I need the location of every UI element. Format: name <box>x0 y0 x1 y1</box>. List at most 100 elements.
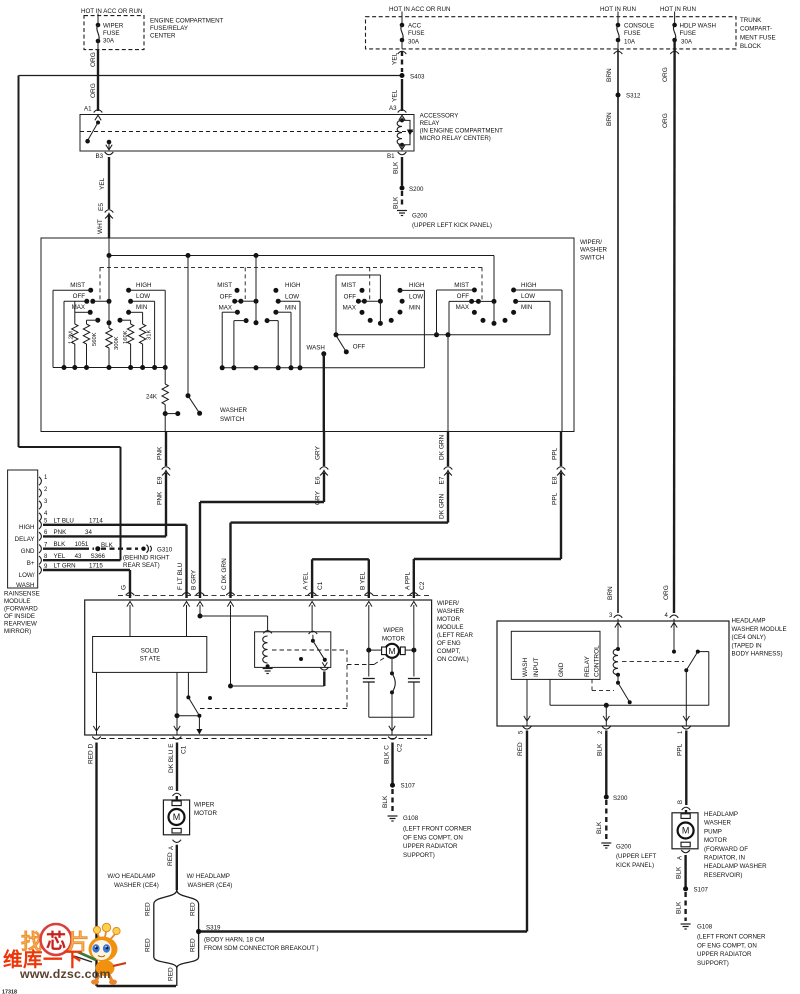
svg-text:MAX: MAX <box>343 304 356 311</box>
svg-text:MODULE: MODULE <box>4 598 30 605</box>
svg-text:RED: RED <box>167 852 174 866</box>
svg-text:G: G <box>121 585 128 590</box>
svg-text:LOW: LOW <box>521 293 535 300</box>
svg-text:BRN: BRN <box>607 586 614 600</box>
svg-text:B: B <box>678 800 684 804</box>
svg-text:LOW: LOW <box>409 293 423 300</box>
svg-text:5: 5 <box>519 730 525 734</box>
svg-text:PUMP: PUMP <box>704 828 722 835</box>
svg-text:ST ATE: ST ATE <box>140 656 161 663</box>
svg-text:(LEFT REAR: (LEFT REAR <box>437 632 474 639</box>
svg-text:G108: G108 <box>697 924 713 931</box>
svg-text:E7: E7 <box>439 476 446 484</box>
svg-text:WASHER: WASHER <box>220 407 247 414</box>
svg-text:RESERVOIR): RESERVOIR) <box>704 872 742 879</box>
svg-text:31K: 31K <box>147 330 153 340</box>
svg-text:30A: 30A <box>681 39 693 46</box>
svg-text:FUSE: FUSE <box>680 30 697 37</box>
svg-text:(CE4 ONLY): (CE4 ONLY) <box>732 634 766 641</box>
svg-text:FUSE: FUSE <box>624 30 641 37</box>
svg-text:MIN: MIN <box>136 304 147 311</box>
svg-text:BLK: BLK <box>393 161 400 174</box>
svg-text:CONSOLE: CONSOLE <box>624 23 654 30</box>
svg-text:MOTOR: MOTOR <box>382 636 405 643</box>
svg-text:HEADLAMP: HEADLAMP <box>704 811 738 818</box>
svg-text:C1: C1 <box>317 581 324 590</box>
svg-text:A: A <box>169 846 175 850</box>
svg-text:UPPER RADIATOR: UPPER RADIATOR <box>697 951 752 958</box>
svg-text:WASHER: WASHER <box>580 247 607 254</box>
svg-text:WIPER: WIPER <box>194 802 215 809</box>
svg-text:RELAY: RELAY <box>584 656 591 677</box>
svg-text:C DK GRN: C DK GRN <box>221 558 228 590</box>
svg-text:PPL: PPL <box>552 447 559 460</box>
svg-text:30A: 30A <box>103 38 115 45</box>
svg-text:CENTER: CENTER <box>150 33 176 40</box>
svg-text:4: 4 <box>44 511 48 517</box>
svg-text:9: 9 <box>44 564 48 570</box>
svg-text:MIST: MIST <box>70 282 85 289</box>
svg-text:OFF: OFF <box>220 293 233 300</box>
svg-text:B1: B1 <box>387 153 395 160</box>
svg-text:KICK PANEL): KICK PANEL) <box>616 862 654 869</box>
svg-text:W/O HEADLAMP: W/O HEADLAMP <box>107 873 155 880</box>
svg-text:B3: B3 <box>96 153 104 160</box>
svg-text:C2: C2 <box>419 581 426 590</box>
svg-text:ORG: ORG <box>662 67 669 82</box>
svg-text:WASH: WASH <box>307 345 325 352</box>
svg-text:片: 片 <box>68 931 89 954</box>
svg-text:PPL: PPL <box>677 743 684 756</box>
svg-text:B GRY: B GRY <box>191 569 198 590</box>
svg-text:SUPPORT): SUPPORT) <box>403 852 435 859</box>
svg-text:A PPL: A PPL <box>404 572 411 590</box>
svg-text:WIPER/: WIPER/ <box>437 600 459 607</box>
svg-text:UPPER RADIATOR: UPPER RADIATOR <box>403 843 458 850</box>
svg-text:LOW: LOW <box>285 293 299 300</box>
svg-text:M: M <box>682 826 690 836</box>
svg-text:S200: S200 <box>613 795 628 802</box>
svg-text:S403: S403 <box>410 73 425 80</box>
svg-text:RED: RED <box>189 938 196 952</box>
svg-text:C1: C1 <box>181 745 188 754</box>
svg-text:BLK: BLK <box>393 196 400 209</box>
svg-text:ORG: ORG <box>662 113 669 128</box>
svg-text:(FORWARD OF: (FORWARD OF <box>704 846 748 853</box>
svg-text:MIN: MIN <box>521 304 532 311</box>
svg-text:F LT BLU: F LT BLU <box>177 562 184 590</box>
svg-text:24K: 24K <box>146 394 158 401</box>
svg-text:8: 8 <box>44 554 48 560</box>
svg-text:34: 34 <box>85 529 92 536</box>
svg-text:1: 1 <box>678 730 684 734</box>
svg-text:E9: E9 <box>157 476 164 484</box>
svg-text:HEADLAMP WASHER: HEADLAMP WASHER <box>704 863 767 870</box>
svg-text:B+: B+ <box>27 560 35 567</box>
svg-text:WASHER: WASHER <box>437 608 464 615</box>
svg-text:DELAY: DELAY <box>15 536 35 543</box>
svg-text:WASHER MODULE: WASHER MODULE <box>732 626 787 633</box>
svg-text:B: B <box>169 786 175 790</box>
svg-text:A: A <box>678 856 684 860</box>
svg-text:PNK: PNK <box>157 491 164 505</box>
svg-text:OF ENG COMPT, ON: OF ENG COMPT, ON <box>697 942 757 949</box>
svg-text:OF INSIDE: OF INSIDE <box>4 613 35 620</box>
svg-text:MIRROR): MIRROR) <box>4 628 31 635</box>
svg-text:MIN: MIN <box>285 304 296 311</box>
svg-text:SWITCH: SWITCH <box>220 416 244 423</box>
svg-text:FUSE/RELAY: FUSE/RELAY <box>150 25 188 32</box>
svg-text:SWITCH: SWITCH <box>580 254 604 261</box>
svg-text:HDLP WASH: HDLP WASH <box>680 23 716 30</box>
svg-text:GND: GND <box>558 662 565 677</box>
svg-text:ORG: ORG <box>90 52 97 67</box>
svg-text:HOT IN RUN: HOT IN RUN <box>600 6 636 13</box>
svg-text:G200: G200 <box>616 844 632 851</box>
svg-text:ON COWL): ON COWL) <box>437 656 469 663</box>
svg-text:RED: RED <box>189 902 196 916</box>
svg-text:4: 4 <box>665 613 669 619</box>
svg-text:找: 找 <box>21 931 42 954</box>
svg-text:PNK: PNK <box>54 529 68 536</box>
svg-text:MOTOR: MOTOR <box>437 616 460 623</box>
svg-text:(BEHIND RIGHT: (BEHIND RIGHT <box>123 555 170 562</box>
svg-text:MIST: MIST <box>341 282 356 289</box>
svg-text:6: 6 <box>44 530 48 536</box>
svg-text:G200: G200 <box>412 213 428 220</box>
